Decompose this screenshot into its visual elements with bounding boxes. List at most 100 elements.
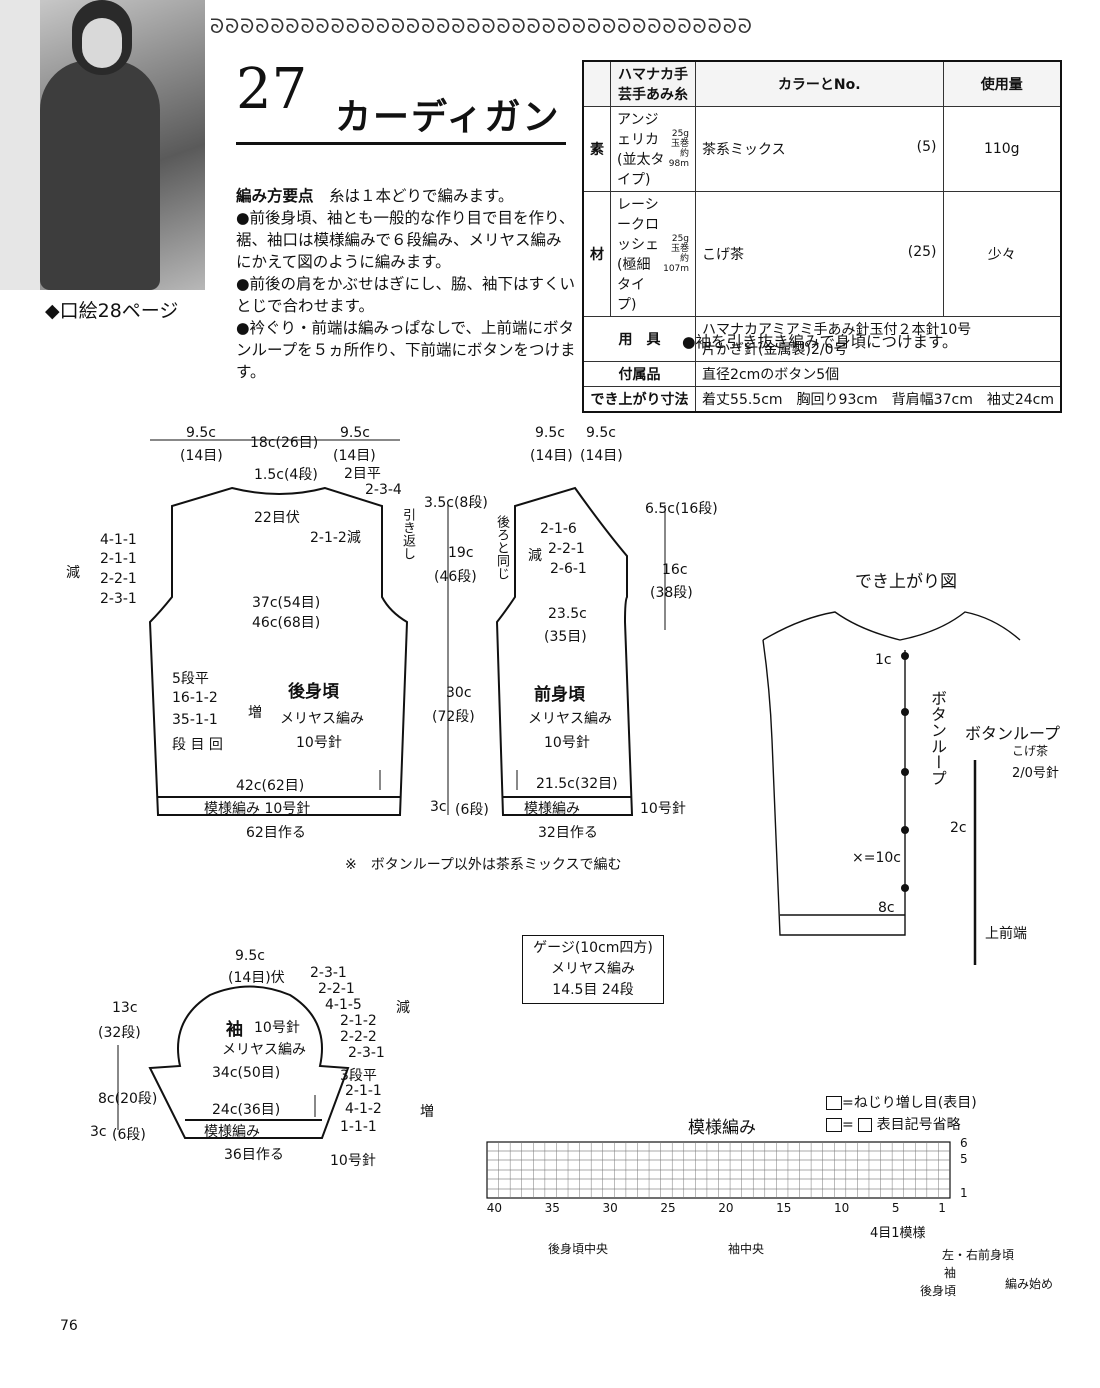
finished-title: でき上がり図 bbox=[855, 572, 957, 592]
sleeve-needle: 10号針 bbox=[330, 1153, 376, 1169]
finished-loop-label: ボタンループ bbox=[928, 690, 947, 786]
sleeve-name: 袖 bbox=[226, 1020, 243, 1040]
size-value: 着丈55.5cm 胸回り93cm 背肩幅37cm 袖丈24cm bbox=[695, 386, 1062, 413]
sleeve-top-1: 9.5c bbox=[235, 948, 265, 964]
sleeve-dec-6: 2-3-1 bbox=[348, 1045, 385, 1061]
yarn-note: ※ ボタンループ以外は茶系ミックスで編む bbox=[345, 857, 622, 873]
front-top-3: (14目) bbox=[530, 448, 573, 464]
back-width-1: 37c(54目) bbox=[252, 595, 321, 611]
back-short-row: 引き返し bbox=[400, 508, 415, 560]
front-stitch: メリヤス編み bbox=[528, 711, 612, 727]
chart-col-label: 30 bbox=[602, 1201, 618, 1215]
sleeve-dec-1: 2-3-1 bbox=[310, 965, 347, 981]
chart-col-label: 1 bbox=[938, 1201, 946, 1215]
back-neck-flat: 2目平 bbox=[344, 466, 381, 482]
sleeve-left-4: 3c bbox=[90, 1124, 107, 1140]
back-neck-bindoff: 22目伏 bbox=[254, 510, 300, 526]
back-cast: 62目作る bbox=[246, 825, 306, 841]
loop-length: 2c bbox=[950, 820, 967, 836]
back-inc-4: 段 目 回 bbox=[172, 737, 223, 753]
chart-legend-2: = 表目記号省略 bbox=[826, 1114, 961, 1134]
sleeve-cast: 36目作る bbox=[224, 1147, 284, 1163]
back-border: 模様編み 10号針 bbox=[204, 801, 311, 817]
upper-front-edge: 上前端 bbox=[985, 926, 1027, 942]
page-reference: ◆口絵28ページ bbox=[45, 300, 179, 322]
sleeve-inc-2: 2-1-1 bbox=[345, 1083, 382, 1099]
finished-m1: 1c bbox=[875, 652, 892, 668]
chart-start: 編み始め bbox=[1005, 1277, 1054, 1291]
chart-row-6: 6 bbox=[960, 1136, 968, 1150]
back-inc-3: 35-1-1 bbox=[172, 712, 218, 728]
loop-yarn: こげ茶 bbox=[1012, 744, 1049, 758]
sleeve-top-2: (14目)伏 bbox=[228, 970, 285, 986]
back-name: 後身頃 bbox=[288, 682, 339, 702]
finished-m2: ×=10c bbox=[852, 850, 901, 866]
front-top-4: (14目) bbox=[580, 448, 623, 464]
back-inc-1: 5段平 bbox=[172, 671, 209, 687]
sleeve-dec: 減 bbox=[396, 1000, 410, 1016]
back-top-left: 9.5c bbox=[186, 425, 216, 441]
sleeve-inc-3: 4-1-2 bbox=[345, 1101, 382, 1117]
yarn-2: レーシークロッシェ(極細タイプ) 25g玉巻約107m bbox=[609, 191, 697, 317]
chart-col-label: 5 bbox=[891, 1201, 900, 1215]
sleeve-stitch: メリヤス編み bbox=[222, 1042, 306, 1058]
chart-col-label: 20 bbox=[718, 1201, 734, 1215]
sleeve-dec-5: 2-2-2 bbox=[340, 1029, 377, 1045]
back-stitch: メリヤス編み bbox=[280, 711, 364, 727]
loop-title: ボタンループ bbox=[965, 724, 1061, 743]
chart-row-5: 5 bbox=[960, 1152, 968, 1166]
mid-c: (46段) bbox=[434, 569, 477, 585]
instructions: 編み方要点 糸は１本どりで編みます。 ●前後身頃、袖とも一般的な作り目で目を作り… bbox=[236, 187, 576, 381]
chart-title: 模様編み bbox=[688, 1118, 756, 1138]
sleeve-dec-4: 2-1-2 bbox=[340, 1013, 377, 1029]
mid-a: 3.5c(8段) bbox=[424, 495, 488, 511]
front-width-2: (35目) bbox=[544, 629, 587, 645]
front-needle: 10号針 bbox=[544, 735, 590, 751]
front-cast: 32目作る bbox=[538, 825, 598, 841]
front-width-1: 23.5c bbox=[548, 606, 587, 622]
back-shoulder-short: 2-3-4 bbox=[365, 482, 402, 498]
label-material-2: 材 bbox=[582, 191, 611, 317]
front-border: 模様編み bbox=[524, 801, 580, 817]
front-top-1: 9.5c bbox=[535, 425, 565, 441]
sleeve-left-1: 13c bbox=[112, 1000, 138, 1016]
sleeve-left-5: (6段) bbox=[112, 1127, 146, 1143]
instructions-sleeve: ●袖を引き抜き編みで身頃につけます。 bbox=[682, 333, 958, 351]
col-color-header: カラーとNo. bbox=[695, 60, 944, 107]
title-underline bbox=[236, 142, 566, 145]
sleeve-inc-1: 3段平 bbox=[340, 1068, 377, 1084]
back-neck-dec: 2-1-2減 bbox=[310, 530, 361, 546]
chart-sleeve-center: 袖中央 bbox=[728, 1242, 765, 1256]
front-border-needle: 10号針 bbox=[640, 801, 686, 817]
back-top-right: 9.5c bbox=[340, 425, 370, 441]
front-hem: 21.5c(32目) bbox=[536, 776, 618, 792]
materials-table: ハマナカ手芸手あみ糸 カラーとNo. 使用量 素 アンジェリカ(並太タイプ) 2… bbox=[582, 60, 1062, 413]
back-neck-width: 18c(26目) bbox=[250, 435, 319, 451]
back-arm-4: 2-3-1 bbox=[100, 591, 137, 607]
chart-lr-front: 左・右前身頃 bbox=[942, 1248, 1015, 1262]
col-yarn-header: ハマナカ手芸手あみ糸 bbox=[609, 60, 697, 107]
front-right-2: 16c bbox=[662, 562, 688, 578]
chart-col-label: 25 bbox=[660, 1201, 676, 1215]
sleeve-inc-4: 1-1-1 bbox=[340, 1119, 377, 1135]
sleeve-width-2: 24c(36目) bbox=[212, 1102, 281, 1118]
back-width-2: 46c(68目) bbox=[252, 615, 321, 631]
pattern-number: 27 bbox=[236, 57, 308, 122]
chart-sleeve: 袖 bbox=[944, 1266, 957, 1280]
sleeve-dec-3: 4-1-5 bbox=[325, 997, 362, 1013]
sleeve-inc: 増 bbox=[420, 1104, 434, 1120]
chart-row-1: 1 bbox=[960, 1186, 968, 1200]
front-neck-2: 2-2-1 bbox=[548, 541, 585, 557]
mid-b: 19c bbox=[448, 545, 474, 561]
model-photo bbox=[0, 0, 205, 290]
back-arm-dec: 減 bbox=[66, 565, 80, 581]
chart-col-label: 15 bbox=[776, 1201, 792, 1215]
pattern-title: カーディガン bbox=[335, 97, 561, 138]
page-number: 76 bbox=[60, 1318, 78, 1334]
finished-m3: 8c bbox=[878, 900, 895, 916]
back-neck-depth: 1.5c(4段) bbox=[254, 467, 318, 483]
front-neck-3: 2-6-1 bbox=[550, 561, 587, 577]
loop-needle: 2/0号針 bbox=[1012, 766, 1059, 781]
header-ornament: ᘐᘐᘐᘐᘐᘐᘐᘐᘐᘐᘐᘐᘐᘐᘐᘐᘐᘐᘐᘐᘐᘐᘐᘐᘐᘐᘐᘐᘐᘐᘐᘐᘐᘐᘐᘐ bbox=[210, 14, 753, 38]
